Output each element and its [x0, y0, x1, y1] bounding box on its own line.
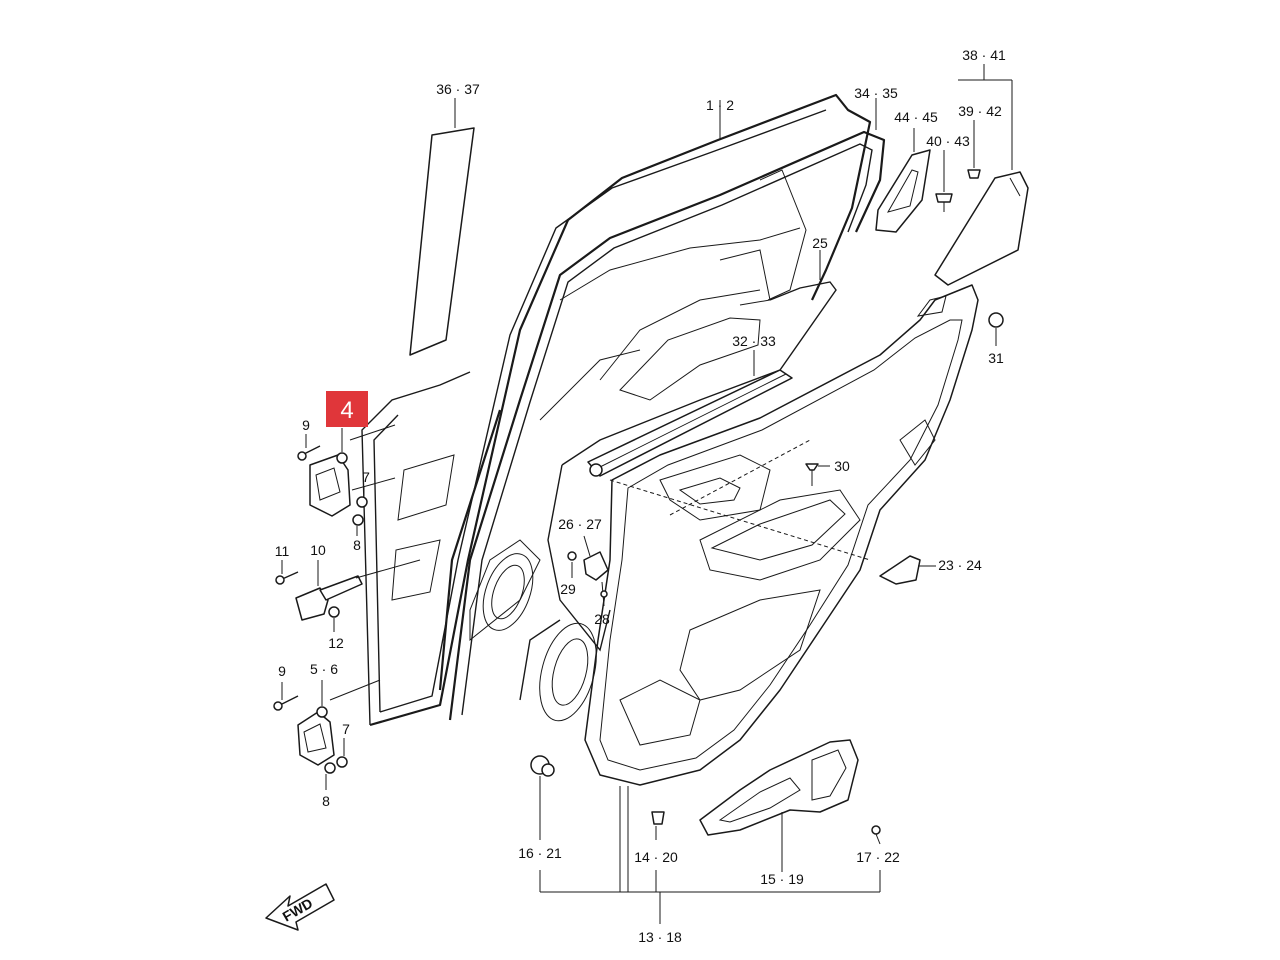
label-12: 12 [328, 635, 344, 651]
lower-hinge-part [297, 679, 381, 766]
label-17-22: 17 · 22 [856, 849, 900, 865]
armrest-part [699, 739, 859, 872]
label-14-20: 14 · 20 [634, 849, 678, 865]
highlight-part-4[interactable]: 4 [326, 391, 368, 427]
label-29: 29 [560, 581, 576, 597]
label-39-42: 39 · 42 [958, 103, 1002, 119]
label-5-6: 5 · 6 [310, 661, 338, 677]
clip-40-43 [935, 150, 953, 212]
label-44-45: 44 · 45 [894, 109, 938, 125]
door-glass-part [409, 98, 475, 356]
label-25: 25 [812, 235, 828, 251]
speaker-cover-part [875, 128, 931, 233]
label-26-27: 26 · 27 [558, 516, 602, 532]
fwd-direction-arrow: FWD [265, 883, 335, 931]
highlight-label: 4 [340, 397, 353, 424]
bolt-9-lower [273, 682, 299, 711]
belt-moulding-part [587, 350, 793, 477]
nut-7-8-lower [324, 738, 348, 790]
label-1-2: 1 · 2 [706, 97, 734, 113]
label-11: 11 [275, 543, 290, 559]
push-rivet-16-21 [530, 755, 555, 840]
label-16-21: 16 · 21 [518, 845, 562, 861]
label-23-24: 23 · 24 [938, 557, 982, 573]
label-7-upper: 7 [362, 469, 370, 485]
label-36-37: 36 · 37 [436, 81, 480, 97]
label-31: 31 [988, 350, 1004, 366]
door-check-part [275, 559, 421, 632]
label-9-upper: 9 [302, 417, 310, 433]
label-13-18: 13 · 18 [638, 929, 682, 945]
assembly-bracket-13-18 [539, 786, 881, 924]
screw-17-22 [871, 825, 881, 845]
label-32-33: 32 · 33 [732, 333, 776, 349]
label-7-lower: 7 [342, 721, 350, 737]
corner-garnish-part [934, 64, 1029, 286]
door-panel-part [361, 93, 872, 727]
clip-39-42 [967, 120, 981, 179]
bolt-9-upper [297, 434, 321, 461]
label-28: 28 [594, 611, 610, 627]
clip-14-20 [651, 811, 665, 840]
weatherstrip-part [438, 98, 886, 721]
grommet-31 [988, 312, 1004, 346]
upper-hinge-part [309, 424, 396, 517]
label-34-35: 34 · 35 [854, 85, 898, 101]
label-38-41: 38 · 41 [962, 47, 1006, 63]
label-40-43: 40 · 43 [926, 133, 970, 149]
nut-7-8-upper [352, 486, 368, 536]
label-15-19: 15 · 19 [760, 871, 804, 887]
part-labels: 36 · 37 1 · 2 34 · 35 38 · 41 39 · 42 44… [275, 47, 1006, 945]
label-8-lower: 8 [322, 793, 330, 809]
bezel-23-24-part [879, 555, 936, 585]
screw-30 [805, 463, 830, 486]
label-9-lower: 9 [278, 663, 286, 679]
label-8-upper: 8 [353, 537, 361, 553]
label-30: 30 [834, 458, 850, 474]
label-10: 10 [310, 542, 326, 558]
door-trim-board-part [584, 284, 979, 786]
inner-handle-bracket-part [567, 535, 609, 607]
